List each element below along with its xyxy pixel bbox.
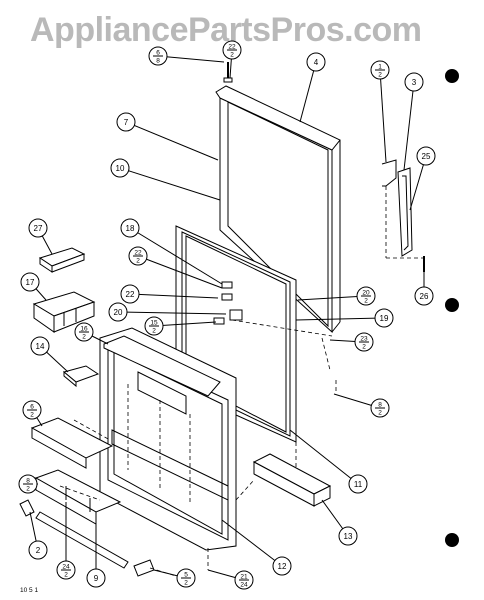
callout-14: 14 <box>30 336 69 373</box>
callout-number-top: 6 <box>30 404 34 411</box>
callout-22: 22 <box>120 284 219 304</box>
callout-2: 2 <box>28 511 48 560</box>
callout-25: 25 <box>409 146 436 211</box>
callout-17: 17 <box>20 272 47 301</box>
callout-number: 19 <box>380 314 389 323</box>
callout-number: 20 <box>114 308 123 317</box>
callout-number-bottom: 2 <box>26 486 30 493</box>
callout-24-2: 242 <box>56 502 76 580</box>
callout-number-top: 23 <box>360 336 368 343</box>
callout-11: 11 <box>289 429 368 494</box>
callout-number-top: 1 <box>378 64 382 71</box>
callout-number-top: 21 <box>240 574 248 581</box>
dairy-door-27 <box>38 247 86 273</box>
egg-tray-14 <box>62 365 100 388</box>
callout-6-2: 62 <box>22 400 43 427</box>
callout-18: 18 <box>120 218 223 285</box>
callout-number: 7 <box>124 118 129 127</box>
callout-number: 18 <box>126 224 135 233</box>
callout-22-2: 222 <box>222 40 242 79</box>
callout-number-bottom: 2 <box>230 52 234 59</box>
footer-code: 10 5 1 <box>20 587 38 594</box>
callout-number-bottom: 2 <box>362 344 366 351</box>
door-shelf <box>30 417 129 569</box>
callout-8-2: 82 <box>333 393 390 418</box>
callout-number-bottom: 2 <box>30 412 34 419</box>
callout-27: 27 <box>28 218 53 255</box>
callout-12: 12 <box>221 519 292 576</box>
callout-number-bottom: 2 <box>184 580 188 587</box>
callout-9: 9 <box>86 518 106 588</box>
callout-number-top: 5 <box>184 572 188 579</box>
callout-number: 9 <box>94 574 99 583</box>
callout-26: 26 <box>414 272 434 306</box>
callout-number: 12 <box>278 562 287 571</box>
callout-6-8: 68 <box>148 46 225 66</box>
callout-19: 19 <box>295 308 394 328</box>
callout-number: 2 <box>36 546 41 555</box>
callout-number: 17 <box>26 278 35 287</box>
callout-number-top: 8 <box>26 478 30 485</box>
margin-dot-top <box>445 69 459 83</box>
callout-number: 3 <box>412 78 417 87</box>
callout-7: 7 <box>116 112 219 161</box>
callout-number-top: 22 <box>134 250 142 257</box>
callout-15-2: 152 <box>144 316 217 336</box>
callout-number: 22 <box>126 290 135 299</box>
callout-number-top: 15 <box>150 320 158 327</box>
callout-number-bottom: 2 <box>136 258 140 265</box>
callout-5-2: 52 <box>153 568 196 588</box>
bracket-parts <box>213 281 243 325</box>
trim-strip-13 <box>252 453 332 507</box>
callout-number-top: 24 <box>62 564 70 571</box>
callout-number-bottom: 2 <box>152 328 156 335</box>
margin-dot-middle <box>445 298 459 312</box>
callout-20-2: 202 <box>297 286 376 306</box>
callout-number: 25 <box>422 152 431 161</box>
callout-number: 26 <box>420 292 429 301</box>
callout-number: 4 <box>314 58 319 67</box>
callout-number-top: 22 <box>228 44 236 51</box>
callout-number: 13 <box>344 532 353 541</box>
callout-number-bottom: 2 <box>378 410 382 417</box>
callout-20: 20 <box>108 302 227 322</box>
callout-1-2: 12 <box>370 60 390 163</box>
callout-22-2: 222 <box>128 246 223 289</box>
callout-23-2: 232 <box>329 332 374 352</box>
door-hinge <box>381 159 413 257</box>
callout-number-bottom: 24 <box>240 582 248 589</box>
butter-bin-17 <box>32 291 96 333</box>
callout-10: 10 <box>110 158 221 201</box>
callout-number-top: 8 <box>378 402 382 409</box>
callout-number-top: 16 <box>80 326 88 333</box>
callout-number: 14 <box>36 342 45 351</box>
callout-number: 11 <box>354 480 363 489</box>
margin-dot-bottom <box>445 533 459 547</box>
callout-number-bottom: 2 <box>64 572 68 579</box>
callout-8-2: 82 <box>18 474 38 494</box>
outer-door-panel <box>215 85 341 334</box>
callout-number: 27 <box>34 224 43 233</box>
callout-4: 4 <box>299 52 326 123</box>
callouts: 4710325262717182220191411131229682221222… <box>18 40 436 590</box>
callout-number: 10 <box>116 164 125 173</box>
callout-number-top: 6 <box>156 50 160 57</box>
callout-13: 13 <box>321 499 358 546</box>
callout-16-2: 162 <box>74 322 109 345</box>
callout-3: 3 <box>403 72 424 171</box>
callout-number-bottom: 2 <box>82 334 86 341</box>
callout-number-bottom: 8 <box>156 58 160 65</box>
callout-number-bottom: 2 <box>364 298 368 305</box>
top-screw <box>223 62 233 83</box>
callout-number-bottom: 2 <box>378 72 382 79</box>
callout-number-top: 20 <box>362 290 370 297</box>
